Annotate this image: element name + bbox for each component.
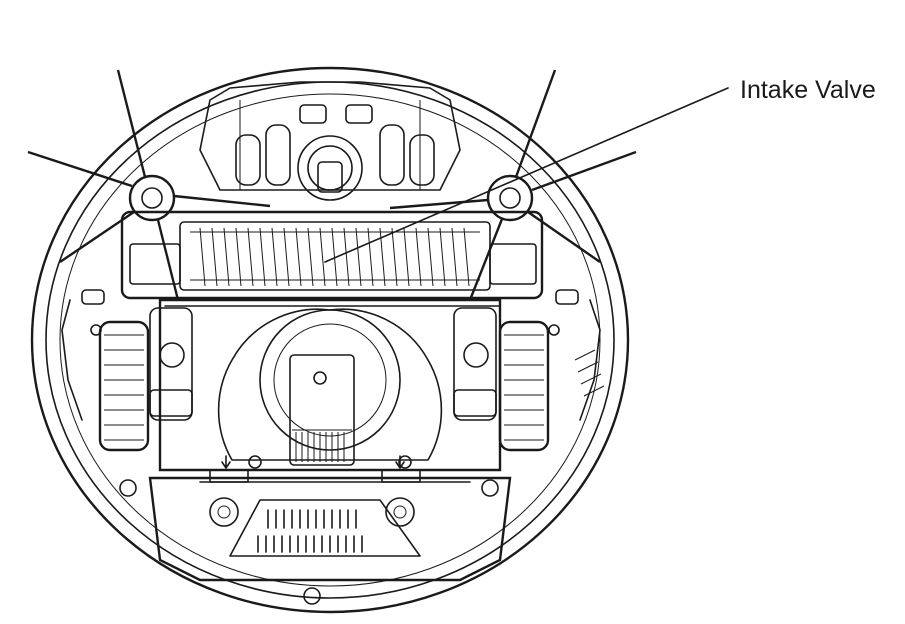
dust-bin-latch [313, 371, 327, 385]
front-caster-wheel [297, 135, 363, 201]
edge-sensors [81, 289, 605, 397]
battery-cover [119, 455, 512, 605]
right-screw [385, 497, 415, 527]
dust-bin [158, 298, 502, 472]
main-brush-chamber [120, 210, 544, 307]
left-drive-wheel [98, 307, 193, 452]
outer-shell [30, 66, 630, 614]
left-side-brush [27, 69, 271, 301]
left-screw [209, 497, 239, 527]
vent-slots [257, 509, 363, 553]
callout-leader-line [324, 87, 729, 263]
right-drive-wheel [453, 307, 550, 452]
right-side-brush [389, 69, 637, 301]
intake-valve-label: Intake Valve [740, 76, 876, 104]
top-sensor-housing [199, 81, 461, 201]
